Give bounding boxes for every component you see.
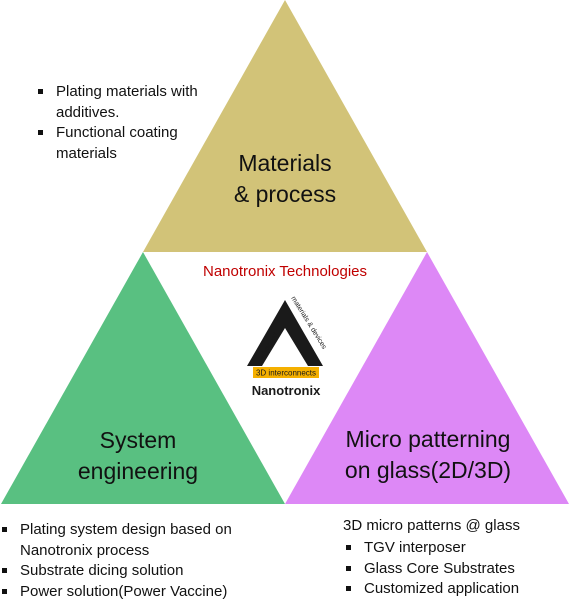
list-item: Power solution(Power Vaccine)	[0, 582, 288, 602]
list-item: Substrate dicing solution	[0, 561, 288, 582]
materials-process-label: Materials & process	[200, 148, 370, 210]
materials-process-line2: & process	[233, 181, 337, 207]
center-title: Nanotronix Technologies	[203, 263, 367, 280]
list-item-line1: Substrate dicing solution	[20, 562, 184, 579]
bottom-right-heading: 3D micro patterns @ glass	[343, 517, 520, 534]
list-item-line2: Nanotronix process	[20, 541, 150, 559]
micro-patterning-label: Micro patterning on glass(2D/3D)	[318, 424, 538, 486]
list-item-line1: Plating materials with	[56, 83, 198, 100]
nanotronix-logo: 3D interconnects materials & devices adv…	[247, 295, 328, 378]
list-item: Glass Core Substrates	[342, 559, 562, 580]
system-engineering-line1: System	[99, 427, 177, 453]
materials-process-line1: Materials	[238, 150, 332, 176]
materials-process-triangle	[143, 0, 427, 252]
system-engineering-triangle	[1, 252, 285, 504]
list-item-line1: Power solution(Power Vaccine)	[20, 582, 228, 600]
micro-patterning-triangle	[285, 252, 569, 504]
list-item: Functional coating materials	[34, 123, 244, 164]
list-item-line1: Customized application	[364, 580, 520, 597]
list-item: TGV interposer	[342, 538, 562, 559]
logo-band-text: 3D interconnects	[256, 369, 316, 378]
list-item: Plating system design based on Nanotroni…	[0, 520, 288, 561]
list-item-line1: Plating system design based on	[20, 521, 232, 538]
list-item-line1: Glass Core Substrates	[364, 559, 515, 577]
list-item-line2: additives.	[56, 103, 120, 121]
list-item: Plating materials with additives.	[34, 82, 244, 123]
list-item: Customized application	[342, 579, 562, 600]
system-engineering-line2: engineering	[77, 458, 199, 484]
list-item-line1: Functional coating	[56, 124, 178, 141]
micro-patterning-line2: on glass(2D/3D)	[344, 457, 512, 483]
top-left-list: Plating materials with additives. Functi…	[34, 82, 244, 164]
bottom-left-list: Plating system design based on Nanotroni…	[0, 520, 288, 602]
logo-band	[253, 367, 319, 378]
bottom-right-list: TGV interposer Glass Core Substrates Cus…	[342, 538, 562, 600]
logo-wordmark: Nanotronix	[251, 383, 321, 398]
list-item-line1: TGV interposer	[364, 539, 466, 556]
micro-patterning-line1: Micro patterning	[345, 426, 511, 452]
list-item-line2: materials	[56, 144, 117, 162]
system-engineering-label: System engineering	[53, 425, 223, 487]
